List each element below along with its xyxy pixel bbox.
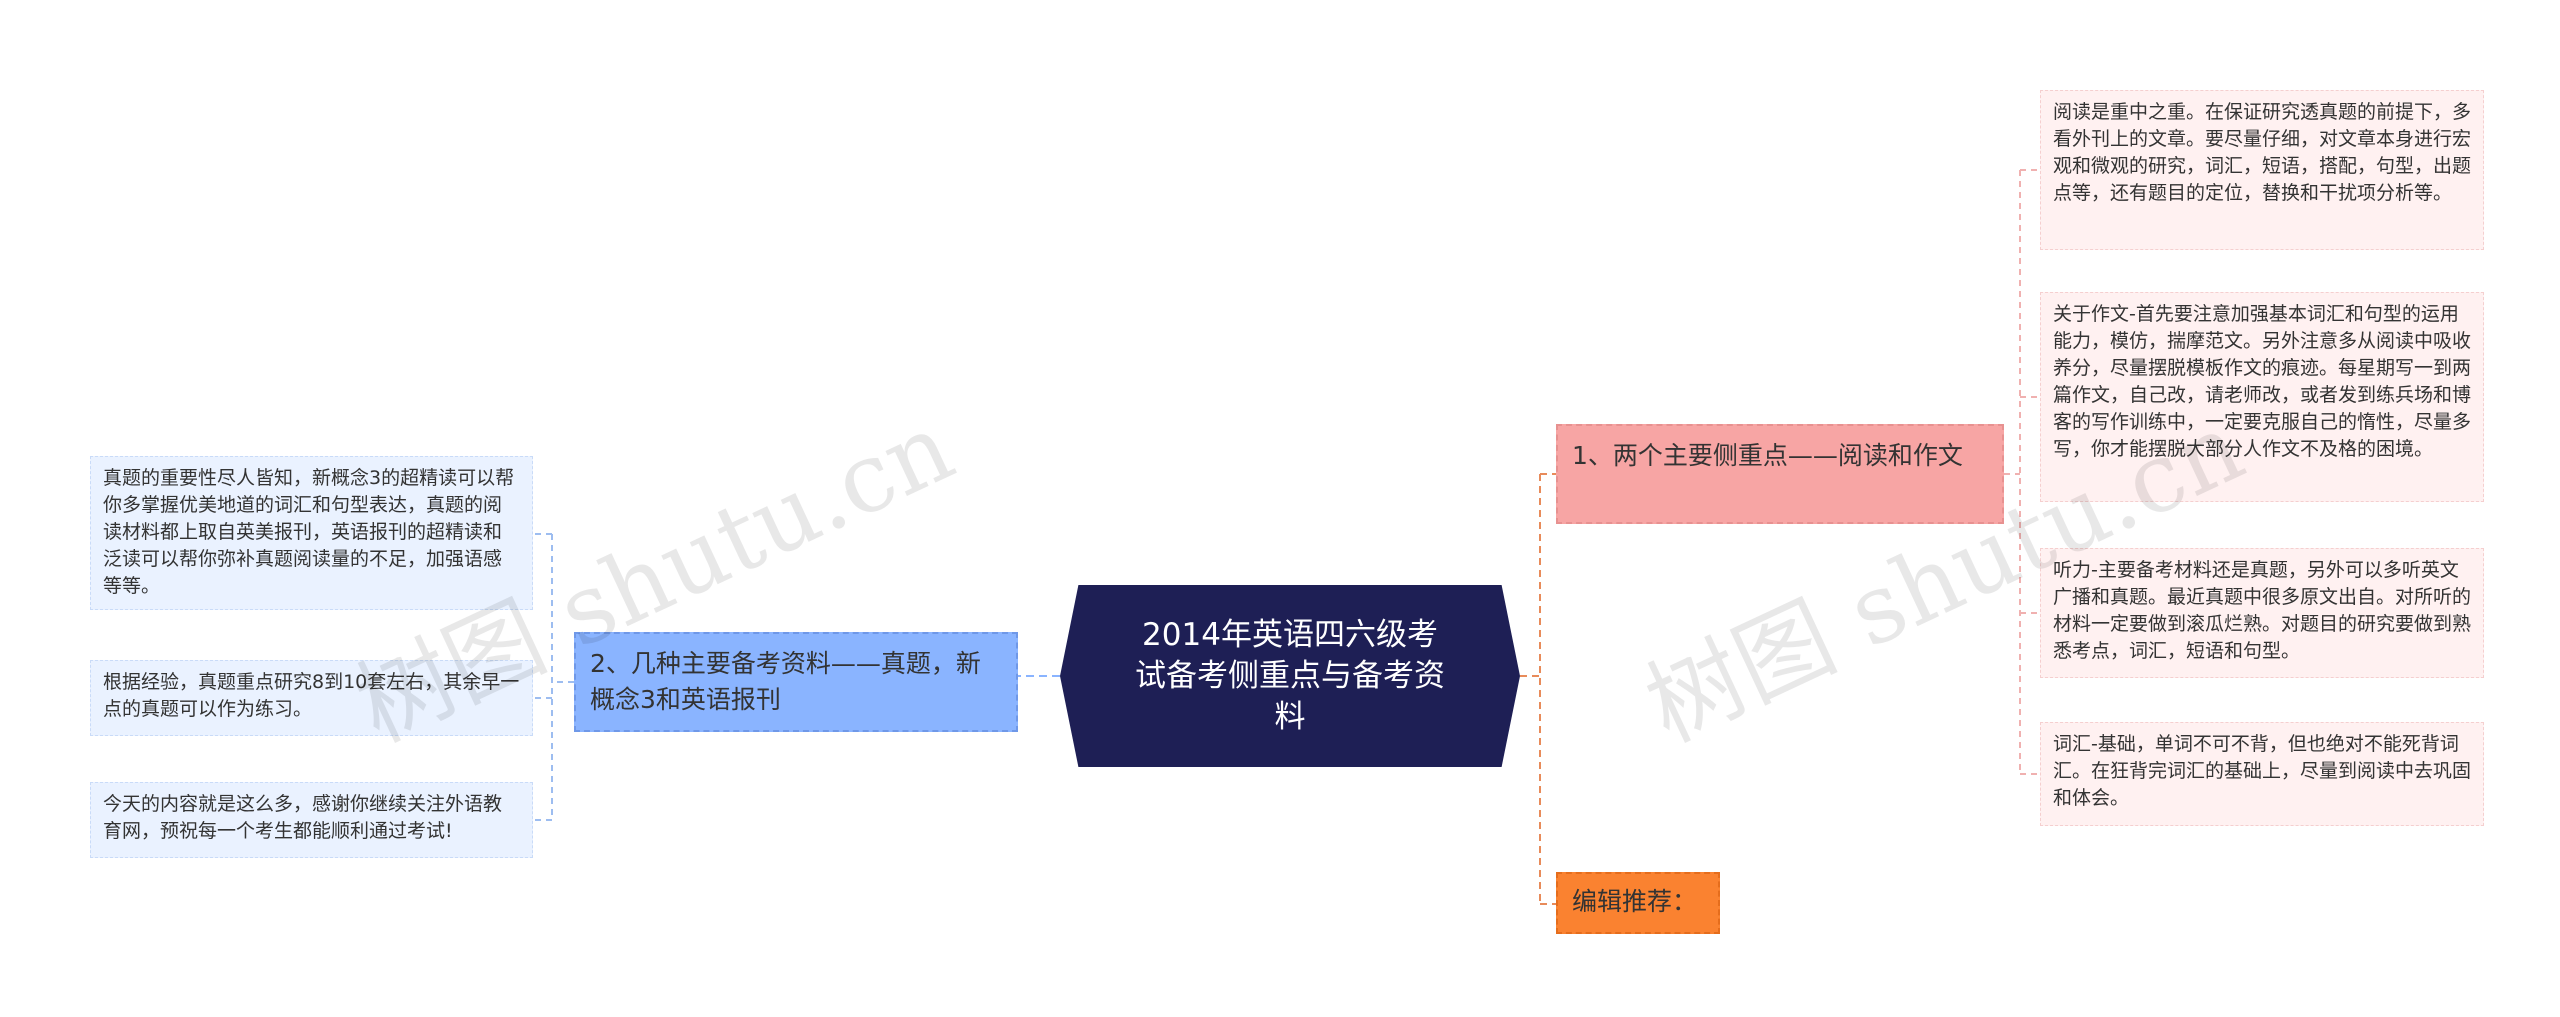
leaf-reading[interactable]: 阅读是重中之重。在保证研究透真题的前提下，多看外刊上的文章。要尽量仔细，对文章本… <box>2040 90 2484 250</box>
branch-editor-recommend[interactable]: 编辑推荐： <box>1556 872 1720 934</box>
link-left-leaves <box>533 533 574 821</box>
leaf-vocabulary[interactable]: 词汇-基础，单词不可不背，但也绝对不能死背词汇。在狂背完词汇的基础上，尽量到阅读… <box>2040 722 2484 826</box>
branch-label: 编辑推荐： <box>1572 887 1698 916</box>
leaf-text: 听力-主要备考材料还是真题，另外可以多听英文广播和真题。最近真题中很多原文出自。… <box>2053 559 2472 662</box>
leaf-closing-note[interactable]: 今天的内容就是这么多，感谢你继续关注外语教育网，预祝每一个考生都能顺利通过考试! <box>90 782 533 858</box>
branch-key-focus[interactable]: 1、两个主要侧重点——阅读和作文 <box>1556 424 2004 524</box>
central-topic-label: 2014年英语四六级考试备考侧重点与备考资料 <box>1135 616 1445 735</box>
leaf-text: 真题的重要性尽人皆知，新概念3的超精读可以帮你多掌握优美地道的词汇和句型表达，真… <box>103 467 515 597</box>
link-right-leaves <box>2004 169 2040 775</box>
leaf-writing[interactable]: 关于作文-首先要注意加强基本词汇和句型的运用能力，模仿，揣摩范文。另外注意多从阅… <box>2040 292 2484 502</box>
branch-label: 2、几种主要备考资料——真题，新概念3和英语报刊 <box>590 649 981 714</box>
leaf-real-exam-importance[interactable]: 真题的重要性尽人皆知，新概念3的超精读可以帮你多掌握优美地道的词汇和句型表达，真… <box>90 456 533 610</box>
leaf-text: 阅读是重中之重。在保证研究透真题的前提下，多看外刊上的文章。要尽量仔细，对文章本… <box>2053 101 2472 204</box>
branch-study-materials[interactable]: 2、几种主要备考资料——真题，新概念3和英语报刊 <box>574 632 1018 732</box>
leaf-listening[interactable]: 听力-主要备考材料还是真题，另外可以多听英文广播和真题。最近真题中很多原文出自。… <box>2040 548 2484 678</box>
leaf-text: 根据经验，真题重点研究8到10套左右，其余早一点的真题可以作为练习。 <box>103 671 520 720</box>
link-center-right <box>1520 473 1556 905</box>
leaf-text: 词汇-基础，单词不可不背，但也绝对不能死背词汇。在狂背完词汇的基础上，尽量到阅读… <box>2053 733 2472 809</box>
central-topic[interactable]: 2014年英语四六级考试备考侧重点与备考资料 <box>1060 585 1520 767</box>
leaf-text: 今天的内容就是这么多，感谢你继续关注外语教育网，预祝每一个考生都能顺利通过考试! <box>103 793 503 842</box>
branch-label: 1、两个主要侧重点——阅读和作文 <box>1572 441 1963 470</box>
leaf-exam-sets[interactable]: 根据经验，真题重点研究8到10套左右，其余早一点的真题可以作为练习。 <box>90 660 533 736</box>
leaf-text: 关于作文-首先要注意加强基本词汇和句型的运用能力，模仿，揣摩范文。另外注意多从阅… <box>2053 303 2472 460</box>
